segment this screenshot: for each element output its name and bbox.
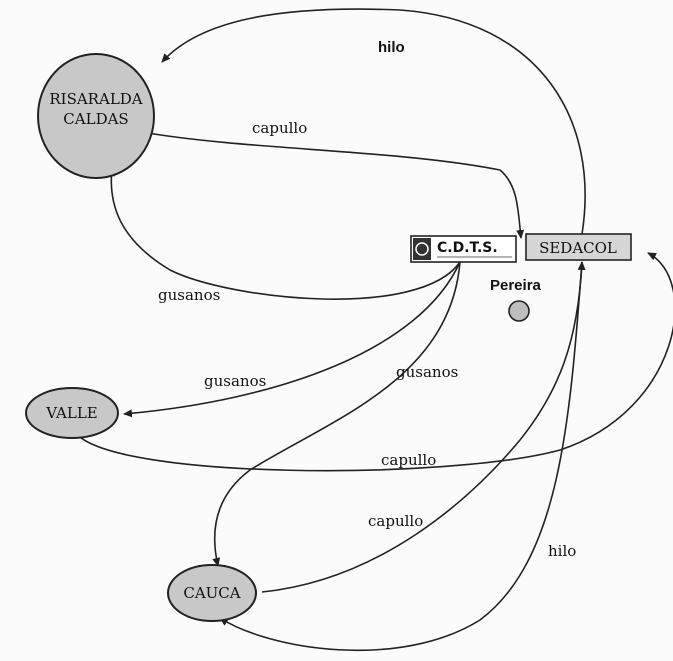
label-capullo-risaralda: capullo [252,119,307,137]
edge-hilo-sedacol-to-risaralda [161,8,586,235]
cdts-logo-icon [413,238,431,260]
node-sedacol-label: SEDACOL [539,239,617,257]
label-gusanos-cauca: gusanos [396,363,458,381]
edge-gusanos-cdts-to-valle [123,261,461,418]
node-risaralda-caldas: RISARALDA CALDAS [37,53,155,179]
node-valle: VALLE [25,387,119,439]
node-cauca-label: CAUCA [183,584,240,602]
edge-gusanos-cdts-to-cauca [212,261,461,567]
node-valle-label: VALLE [45,404,98,422]
node-sedacol: SEDACOL [525,233,632,261]
label-hilo-cauca: hilo [548,542,576,560]
label-gusanos-valle: gusanos [204,372,266,390]
node-cauca: CAUCA [167,564,257,622]
edge-capullo-valle-to-sedacol [74,252,673,472]
edge-capullo-risaralda-to-cdts [147,132,525,239]
edge-gusanos-cdts-to-risaralda [107,167,461,300]
label-hilo-top: hilo [378,39,405,56]
node-risaralda-line2: CALDAS [63,110,128,128]
node-cdts: C.D.T.S. [410,235,517,263]
pereira-marker-icon [508,300,530,322]
node-pereira-label: Pereira [490,277,542,294]
node-pereira: Pereira [490,277,542,322]
edge-capullo-cauca-to-sedacol [261,261,586,593]
label-gusanos-risaralda: gusanos [158,286,220,304]
node-cdts-label: C.D.T.S. [437,240,498,256]
label-capullo-valle: capullo [381,451,436,469]
label-capullo-cauca: capullo [368,512,423,530]
node-risaralda-line1: RISARALDA [49,90,142,108]
edge-hilo-sedacol-to-cauca [219,261,583,652]
